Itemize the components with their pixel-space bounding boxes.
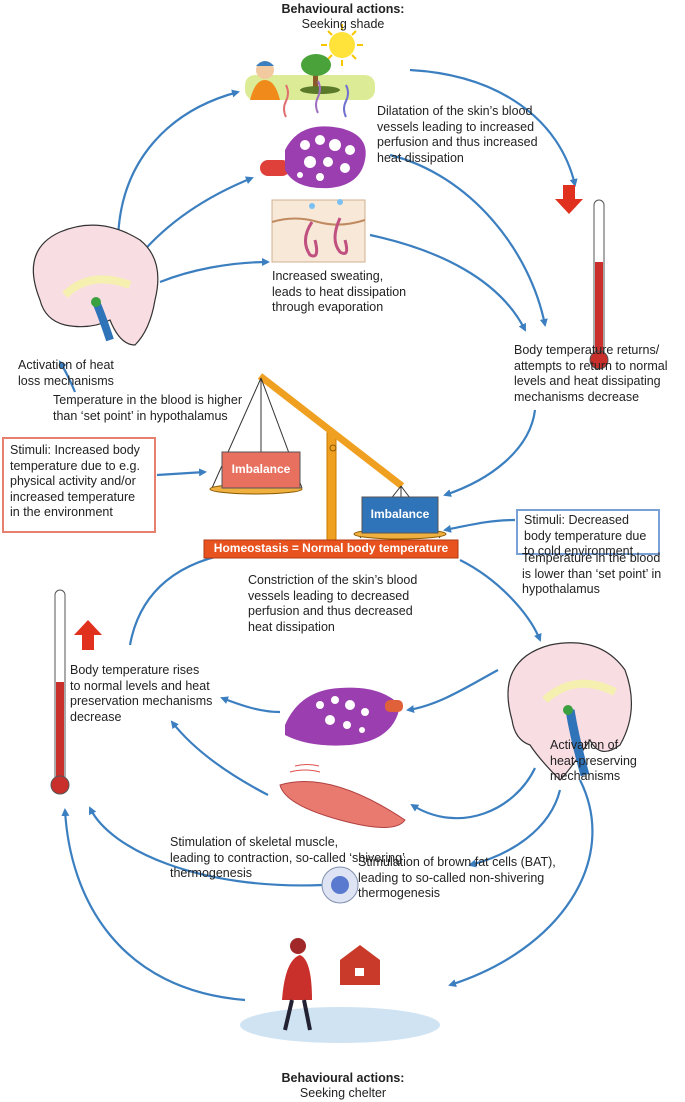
bottom-action-title: Behavioural actions: — [281, 1071, 405, 1085]
arrow-returns-to-scale — [443, 409, 537, 497]
arrow-brain-to-snow — [448, 779, 594, 987]
brain-illustration-bottom — [507, 642, 633, 781]
bottom-action-subtitle: Seeking chelter — [299, 1086, 387, 1100]
arrow-brain-to-vessel-cold — [406, 669, 499, 714]
arrow-brain-to-vessel — [139, 176, 254, 256]
shivering-text: Stimulation of skeletal muscle, leading … — [170, 835, 405, 880]
constricted-vessel-illustration — [285, 687, 403, 746]
heat-stimuli-box: Stimuli: Increased body temperature due … — [2, 437, 156, 533]
imbalance-cold-label: Imbalance — [370, 507, 430, 521]
seeking-shade-illustration — [245, 24, 375, 100]
arrow-homeostasis-to-brain — [459, 559, 542, 642]
constriction-text: Constriction of the skin’s blood vessels… — [248, 573, 418, 634]
sweating-text: Increased sweating, leads to heat dissip… — [272, 269, 407, 314]
skeletal-muscle-illustration — [279, 764, 406, 828]
blood-lower-text: Temperature in the blood is lower than ‘… — [522, 551, 662, 596]
cold-stimuli-box: Stimuli: Decreased body temperature due … — [516, 509, 660, 558]
bat-text: Stimulation of brown fat cells (BAT), le… — [358, 855, 556, 900]
brain-illustration-top — [32, 224, 159, 346]
up-arrow-icon — [74, 620, 102, 650]
arrow-bat-to-thermo — [88, 806, 323, 887]
arrow-snow-to-thermo — [61, 808, 246, 1002]
heat-loss-activation-text: Activation of heat loss mechanisms — [18, 358, 114, 388]
arrow-skin-to-thermo — [369, 233, 526, 332]
thermometer-rising — [50, 589, 102, 795]
flow-arrows — [58, 68, 594, 1002]
arrow-brain-to-muscle — [410, 767, 536, 820]
arrow-brain-to-skin — [159, 258, 270, 284]
top-action-subtitle: Seeking shade — [301, 17, 385, 31]
arrow-shade-to-thermo — [409, 68, 578, 187]
arrow-brain-to-bat — [468, 789, 562, 868]
arrow-brain-to-shade — [116, 89, 240, 241]
arrow-stimuli-heat-to-scale — [156, 468, 207, 477]
seeking-shelter-illustration — [240, 938, 440, 1043]
rises-text: Body temperature rises to normal levels … — [70, 663, 213, 724]
arrow-thermo-to-homeostasis — [128, 548, 242, 646]
arrow-vessel-to-thermo — [389, 153, 548, 327]
thermometer-falling — [555, 185, 609, 370]
dilated-vessel-illustration — [260, 80, 366, 189]
heat-preserving-activation-text: Activation of heat-preserving mechanisms — [550, 738, 637, 783]
returns-text: Body temperature returns/ attempts to re… — [514, 343, 668, 404]
top-action-title: Behavioural actions: — [281, 2, 405, 16]
arrow-vessel-to-rises — [220, 696, 281, 714]
arrow-blood-to-activation — [58, 360, 77, 393]
sweating-skin-illustration — [271, 199, 366, 263]
imbalance-heat-label: Imbalance — [231, 462, 291, 476]
homeostasis-label: Homeostasis = Normal body temperature — [213, 541, 449, 555]
down-arrow-icon — [555, 185, 583, 214]
balance-scale — [203, 373, 459, 559]
arrow-stimuli-cold-to-scale — [443, 518, 516, 533]
arrow-muscle-to-rises — [170, 720, 269, 796]
blood-higher-text: Temperature in the blood is higher than … — [53, 393, 243, 423]
dilatation-text: Dilatation of the skin’s blood vessels l… — [377, 104, 538, 165]
brown-fat-cell-illustration — [321, 866, 359, 904]
